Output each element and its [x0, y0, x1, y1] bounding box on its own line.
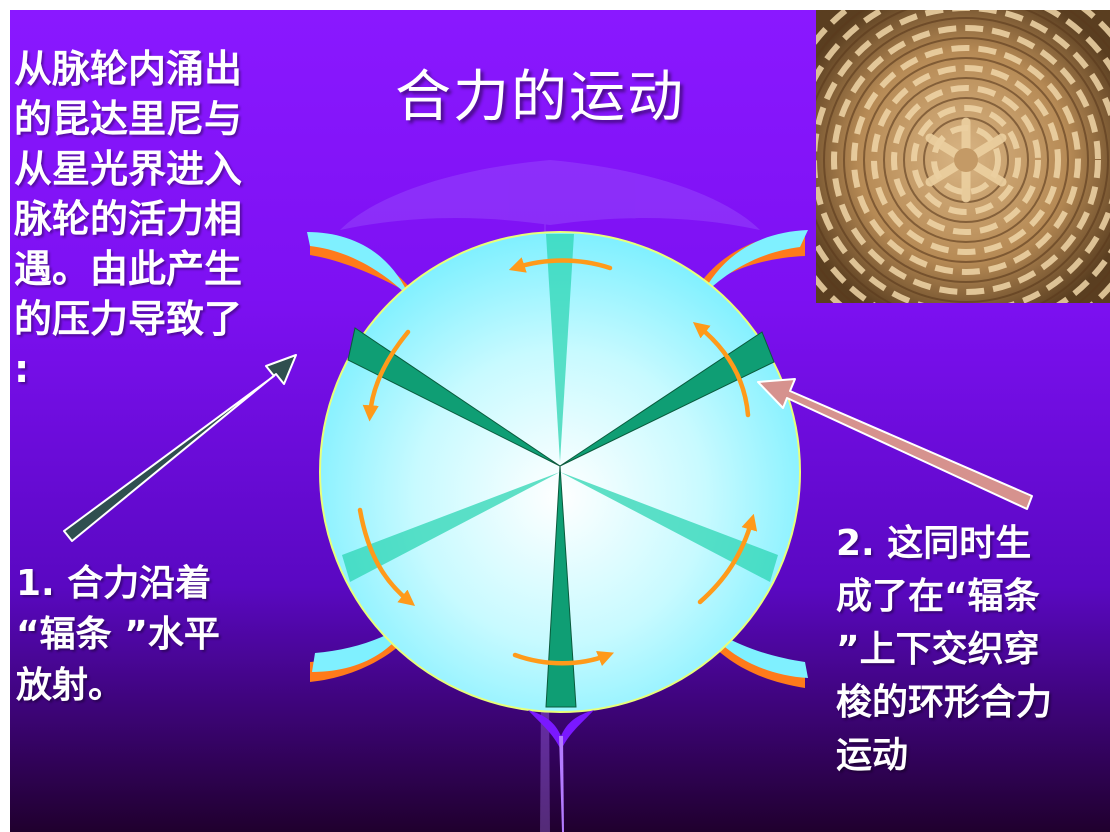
- left-pointer-arrow: [63, 354, 297, 542]
- intro-line: 的压力导致了: [14, 297, 243, 341]
- flow-arrow-lower-right: [697, 513, 758, 605]
- slide-title: 合力的运动: [395, 65, 685, 130]
- petal-bottom-right: [695, 622, 808, 688]
- note2-line: 运动: [836, 735, 909, 776]
- flow-arrow-upper-right: [692, 321, 751, 418]
- woven-basket-photo: [816, 10, 1110, 303]
- note2-line: 2. 这同时生: [836, 523, 1032, 564]
- spokes-dark: [347, 327, 775, 708]
- intro-text: 从脉轮内涌出 的昆达里尼与 从星光界进入 脉轮的活力相 遇。由此产生 的压力导致…: [14, 44, 242, 394]
- intro-line: 脉轮的活力相: [14, 197, 243, 241]
- note1-line: 放射。: [16, 665, 125, 706]
- intro-line: 从星光界进入: [14, 147, 243, 191]
- root-glyph: [528, 710, 594, 832]
- spokes-light: [342, 234, 778, 582]
- note2-line: ”上下交织穿: [836, 629, 1040, 670]
- note1-line: 1. 合力沿着: [16, 563, 212, 604]
- flow-arrow-bottom: [512, 651, 615, 667]
- flow-arrow-top: [508, 257, 613, 273]
- chakra-diagram: [63, 160, 1033, 832]
- flow-arrow-upper-left: [362, 329, 411, 422]
- note-circular-motion: 2. 这同时生 成了在“辐条 ”上下交织穿 梭的环形合力 运动: [836, 517, 1052, 782]
- note-horizontal-radiation: 1. 合力沿着 “辐条 ”水平 放射。: [16, 558, 220, 711]
- petal-bottom-left: [310, 622, 415, 682]
- intro-line: 从脉轮内涌出: [14, 47, 243, 91]
- note2-line: 梭的环形合力: [836, 682, 1053, 723]
- petal-top-left: [307, 232, 420, 300]
- flow-arrows: [357, 257, 758, 667]
- flow-arrow-lower-left: [357, 507, 416, 607]
- petal-top-right: [690, 230, 808, 300]
- intro-line: 遇。由此产生: [14, 247, 243, 291]
- intro-line: 的昆达里尼与: [14, 97, 243, 141]
- note2-line: 成了在“辐条: [836, 576, 1040, 617]
- right-pointer-arrow: [757, 378, 1033, 510]
- intro-line: :: [14, 347, 30, 391]
- slide: 合力的运动 从脉轮内涌出 的昆达里尼与 从星光界进入 脉轮的活力相 遇。由此产生…: [10, 10, 1110, 832]
- note1-line: “辐条 ”水平: [16, 614, 220, 655]
